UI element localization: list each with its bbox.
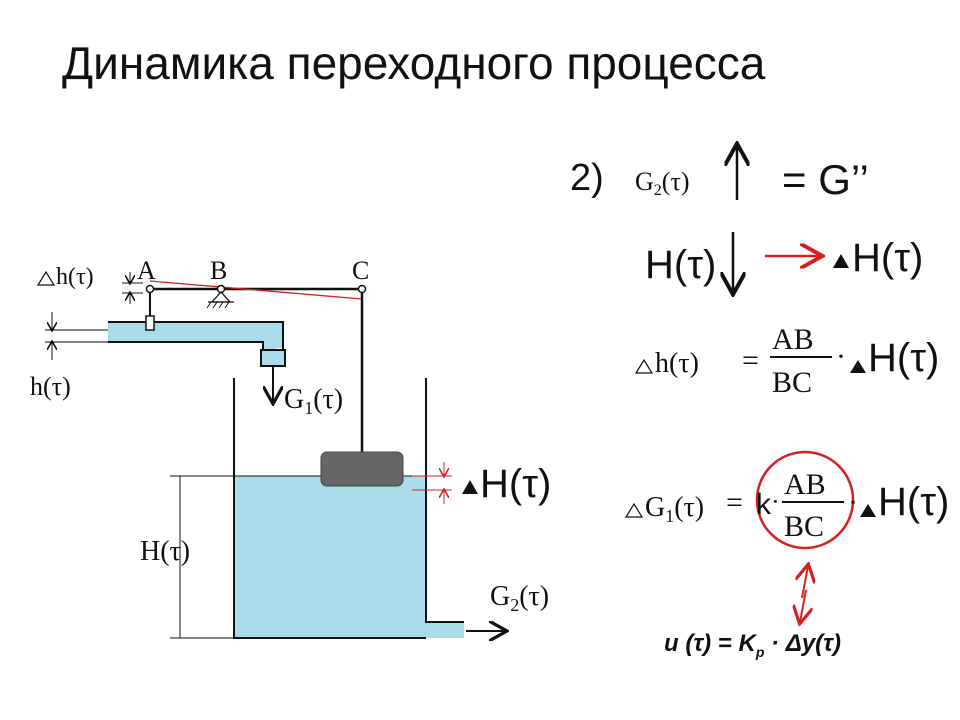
eq2-denominator: BC [784,510,824,543]
control-law-equation: u (τ) = Kp · Δy(τ) [664,630,841,660]
eq1-rhs: H(τ) [868,336,939,380]
g2-label: G2(τ) [490,581,549,615]
eq2-numerator: AB [784,468,826,501]
fulcrum [210,291,232,303]
tank-level-label: H(τ) [140,536,190,567]
g2-formula-label: G2(τ) [635,167,690,199]
highlight-circle [755,450,855,550]
dh-formula-label: H(τ) [852,236,923,280]
eq2-rhs: H(τ) [878,480,949,524]
eq2-lhs: G1(τ) [645,492,704,526]
g2-result: = G’’ [782,156,869,203]
h-label: h(τ) [30,372,71,401]
eq1-lhs: h(τ) [655,348,699,379]
float [320,451,404,487]
eq1-dot: · [836,340,846,373]
delta-h-marker: h(τ) [36,264,143,304]
tank-water [234,476,426,638]
pivot-c [357,284,367,294]
eq1-denominator: BC [772,366,812,399]
eq2-equals: = [726,486,743,519]
item-number: 2) [570,157,604,199]
label-c: C [352,256,369,285]
outlet-water [426,622,464,638]
lever: A B C [137,256,369,452]
label-b: B [210,256,227,285]
eq1-numerator: AB [772,323,814,356]
eq1-equals: = [742,344,759,377]
inlet-pipe: h(τ) G1(τ) [30,312,343,418]
red-double-arrow-down [800,589,806,622]
g1-label: G1(τ) [284,384,343,418]
slide-title: Динамика переходного процесса [62,37,766,89]
lever-tilt-line [149,280,363,300]
delta-h-label: h(τ) [56,264,94,290]
eq2-k: k [756,488,772,521]
valve [145,315,155,331]
eq2-dot-2: · [848,486,858,519]
h-formula-label: H(τ) [645,243,716,287]
tank: H(τ) G2(τ) H(τ) [140,378,551,638]
pivot-a [145,284,155,294]
label-a: A [137,256,156,285]
eq2-dot-1: · [771,487,780,516]
red-double-arrow-up [802,566,808,599]
delta-H-label: H(τ) [480,462,551,506]
formulas: 2) G2(τ) = G’’ H(τ) H(τ) h(τ) = AB BC · … [570,146,949,622]
